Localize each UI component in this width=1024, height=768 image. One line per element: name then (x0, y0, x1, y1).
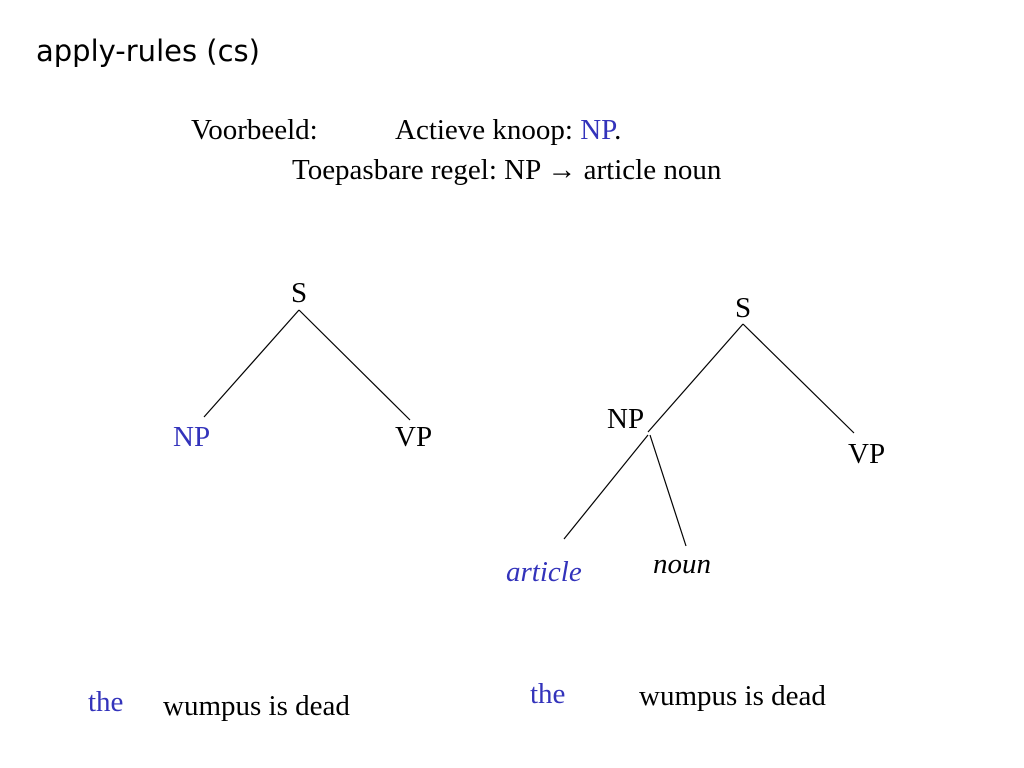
edge-left-s-np (203, 309, 300, 418)
edge-left-s-vp (298, 309, 411, 421)
rule-rhs: article noun (576, 154, 722, 186)
right-tree-noun: noun (653, 548, 711, 580)
slide-title: apply-rules (cs) (36, 34, 260, 68)
edge-right-np-noun (649, 434, 687, 547)
active-node-line: Actieve knoop: NP. (395, 116, 621, 145)
left-sentence-first-word: the (88, 686, 124, 718)
edge-right-s-vp (742, 323, 855, 434)
right-tree-np: NP (607, 403, 645, 435)
left-tree-np: NP (173, 421, 211, 453)
left-sentence-rest: wumpus is dead (163, 690, 350, 722)
left-tree-root: S (291, 277, 308, 309)
example-label: Voorbeeld: (191, 114, 318, 146)
right-tree-article: article (506, 556, 582, 588)
rule-label: Toepasbare regel: NP (292, 154, 548, 186)
right-tree-root: S (735, 292, 752, 324)
right-tree-vp: VP (848, 438, 886, 470)
right-sentence-rest: wumpus is dead (639, 680, 826, 712)
rule-arrow-icon: → (547, 154, 577, 186)
left-tree-vp: VP (395, 421, 433, 453)
edge-right-s-np (647, 323, 744, 433)
active-node-value: NP (580, 114, 615, 146)
edge-right-np-article (563, 434, 649, 540)
right-sentence-first-word: the (530, 678, 566, 710)
active-node-label: Actieve knoop: (395, 114, 581, 146)
active-node-end: . (614, 114, 622, 146)
applicable-rule-line: Toepasbare regel: NP → article noun (292, 156, 721, 185)
